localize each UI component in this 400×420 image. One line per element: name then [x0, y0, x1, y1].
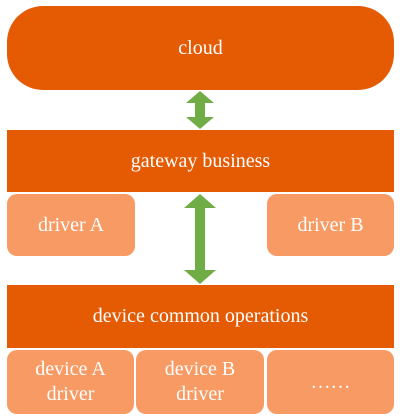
driver-a-node: driver A: [7, 194, 135, 256]
device-common-operations-node: device common operations: [7, 285, 394, 348]
device-a-driver-label-line1: device A: [35, 358, 106, 380]
bidirectional-arrow-gateway-common: [184, 194, 216, 284]
device-a-driver-label-line2: driver: [46, 383, 95, 405]
device-b-driver-node: device B driver: [136, 350, 264, 414]
bidirectional-arrow-cloud-gateway: [186, 91, 214, 129]
gateway-business-node: gateway business: [7, 130, 394, 192]
more-devices-node: ……: [267, 350, 394, 414]
cloud-node: cloud: [7, 6, 394, 90]
device-b-driver-label-line2: driver: [176, 383, 224, 405]
device-a-driver-node: device A driver: [7, 350, 134, 414]
more-devices-label: ……: [310, 370, 351, 393]
driver-b-node: driver B: [267, 194, 394, 256]
device-b-driver-label-line1: device B: [164, 358, 236, 380]
device-common-operations-label: device common operations: [92, 305, 309, 327]
driver-b-label: driver B: [297, 213, 364, 236]
driver-a-label: driver A: [37, 213, 105, 236]
cloud-label: cloud: [178, 36, 223, 59]
gateway-business-label: gateway business: [130, 149, 271, 172]
